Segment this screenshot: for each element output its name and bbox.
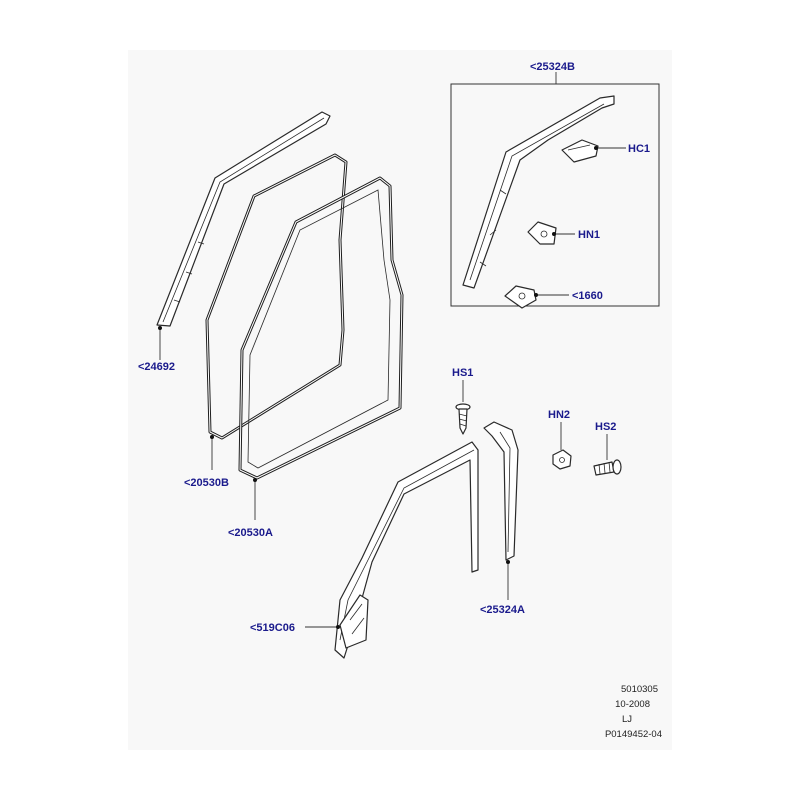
inset-frame (450, 83, 660, 307)
hn2-nut-part (552, 422, 572, 470)
callout-hn1: HN1 (578, 229, 600, 241)
hs2-screw-part (593, 434, 622, 476)
callout-hn2: HN2 (548, 409, 570, 421)
hc1-clip-part (561, 139, 626, 163)
door-seal-20530a-part (238, 176, 404, 520)
hs1-screw-part (455, 380, 471, 435)
rail-25324a-part (483, 421, 519, 600)
callout-hs2: HS2 (595, 421, 616, 433)
upper-trim-strip-part (462, 95, 615, 289)
callout-hs1: HS1 (452, 367, 473, 379)
callout-24692: <24692 (138, 361, 175, 373)
callout-20530a: <20530A (228, 527, 273, 539)
a-pillar-strip-part (156, 111, 331, 360)
reference-number: 5010305 (621, 684, 658, 695)
clip-1660-part (504, 285, 569, 309)
reference-code: LJ (622, 714, 632, 725)
callout-519c06: <519C06 (250, 622, 295, 634)
callout-20530b: <20530B (184, 477, 229, 489)
callout-1660: <1660 (572, 290, 603, 302)
reference-drawing-id: P0149452-04 (605, 729, 662, 740)
door-seal-20530b-part (205, 153, 348, 470)
pillar-trim-519c06-part (305, 441, 479, 659)
reference-date: 10-2008 (615, 699, 650, 710)
callout-hc1: HC1 (628, 143, 650, 155)
callout-25324b: <25324B (530, 61, 575, 73)
hn1-nut-part (527, 221, 575, 245)
callout-25324a: <25324A (480, 604, 525, 616)
